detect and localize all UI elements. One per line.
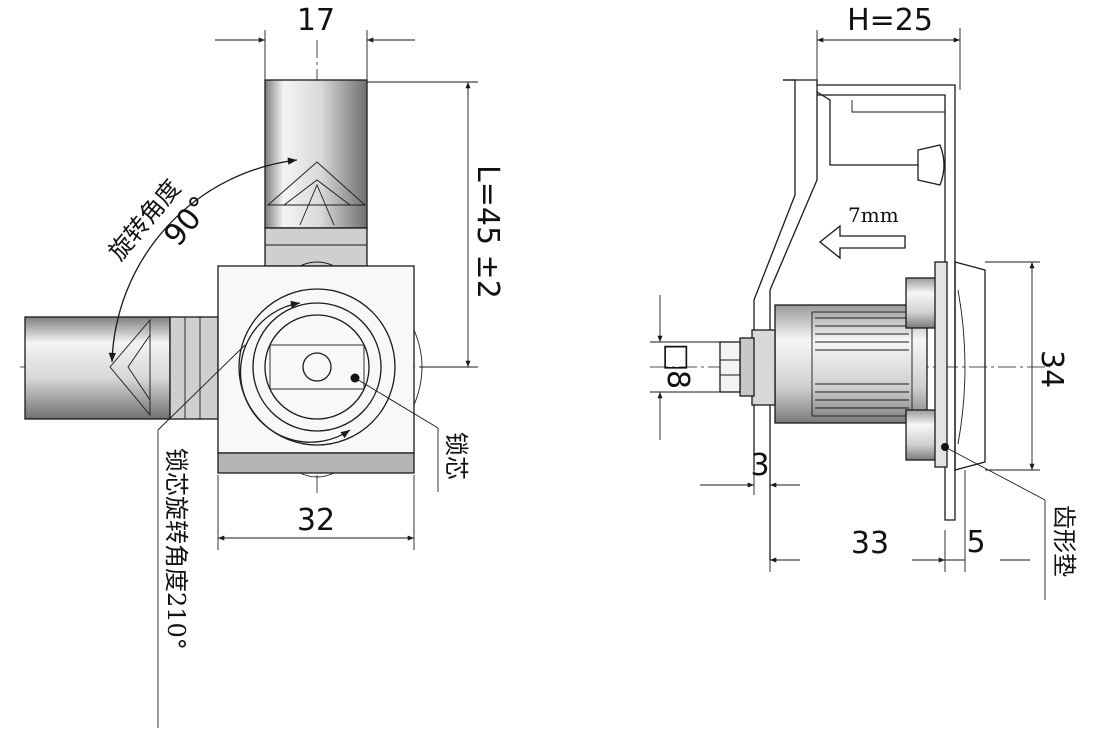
front-view: 17 L=45 ±2 32 旋转角度 90° 锁芯 锁芯旋转角度210° (20, 3, 505, 728)
leader-core (354, 377, 439, 429)
dim-travel: 7mm (848, 203, 899, 227)
dim-plate: 3 (750, 448, 769, 483)
leader-core-rotation (157, 344, 246, 431)
label-core: 锁芯 (442, 432, 470, 480)
lock-body-front (217, 261, 423, 478)
dim-length-33: 33 (769, 526, 946, 572)
dim-square-symbol: □ (660, 343, 695, 371)
travel-arrow: 7mm (818, 203, 906, 260)
rotation-arc-90 (108, 157, 298, 363)
cam-arm-horizontal (24, 316, 219, 420)
lock-cylinder (774, 261, 986, 471)
rotation-arc-210 (239, 300, 351, 443)
dim-height: H=25 (847, 3, 933, 38)
dim-square-value: 8 (660, 370, 695, 389)
dim-length-front: L=45 ±2 (367, 81, 505, 368)
dim-length: L=45 ±2 (470, 165, 505, 299)
dim-plate-3: 3 (700, 448, 800, 495)
dim-width-top: 17 (297, 3, 335, 38)
dim-17-front: 17 (215, 3, 415, 80)
square-shaft (719, 329, 776, 406)
dim-washer-5: 5 (940, 470, 1030, 572)
dim-diameter-34: 34 (985, 261, 1069, 471)
label-washer: 齿形垫 (1050, 505, 1078, 577)
label-core-rotation: 锁芯旋转角度210° (162, 448, 190, 650)
side-view: 7mm H=25 (650, 3, 1078, 600)
dim-h25: H=25 (816, 3, 961, 90)
dim-32-front: 32 (217, 475, 415, 550)
dim-width-body: 32 (297, 503, 335, 538)
cam-arm-vertical (264, 79, 368, 267)
dim-square-8: □ 8 (650, 295, 720, 440)
dim-length-side: 33 (851, 526, 889, 561)
dim-washer: 5 (966, 525, 985, 560)
dim-diameter: 34 (1034, 350, 1069, 388)
leader-washer (944, 446, 1046, 501)
